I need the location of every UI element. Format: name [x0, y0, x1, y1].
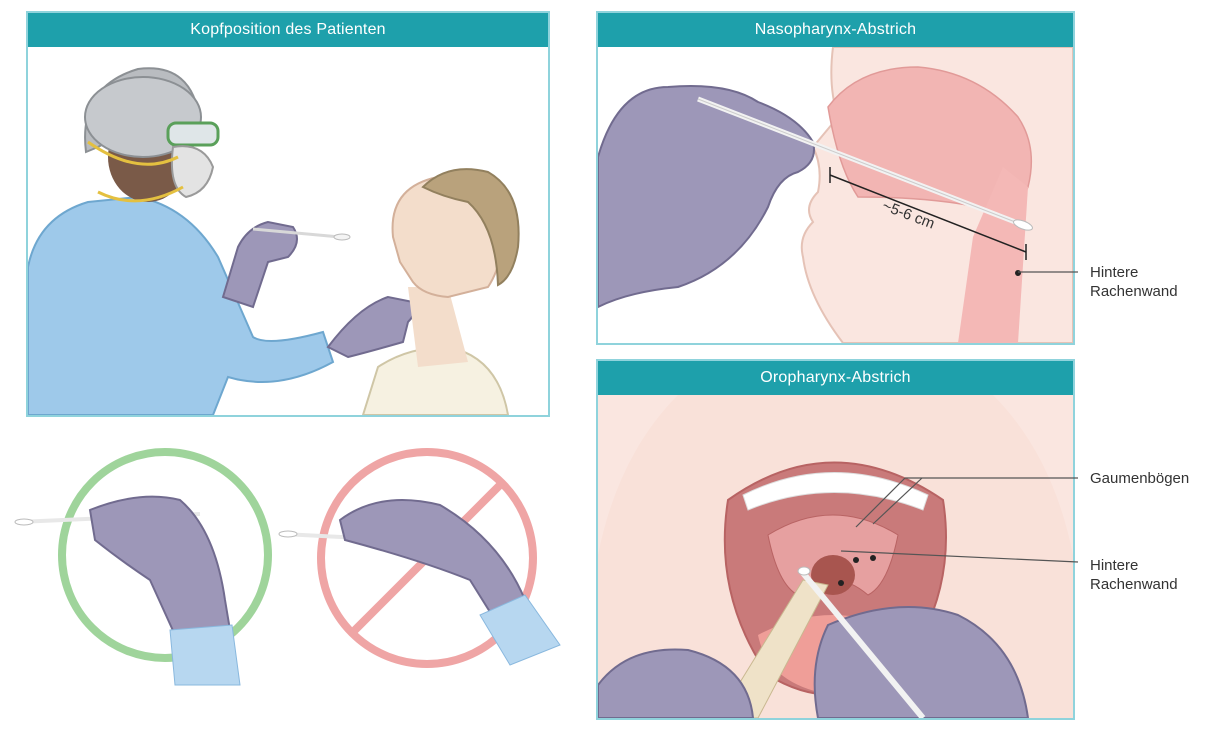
correct-grip — [15, 452, 268, 685]
label-naso-posterior-wall: Hintere Rachenwand — [1090, 263, 1178, 301]
panel-title-head-position: Kopfposition des Patienten — [28, 13, 548, 47]
oropharynx-illustration — [598, 395, 1073, 718]
nasopharynx-illustration: ~5-6 cm — [598, 47, 1073, 343]
panel-title-oropharynx: Oropharynx-Abstrich — [598, 361, 1073, 395]
panel-title-nasopharynx: Nasopharynx-Abstrich — [598, 13, 1073, 47]
head-position-illustration — [28, 47, 548, 415]
grip-comparison — [0, 430, 590, 729]
incorrect-grip-glove — [340, 500, 525, 620]
oro-swab-tip — [798, 567, 810, 575]
label-palatal-arches: Gaumenbögen — [1090, 469, 1189, 488]
gloved-hand — [598, 86, 814, 307]
worker-hand-chin — [328, 297, 415, 357]
label-oro-posterior-wall: Hintere Rachenwand — [1090, 556, 1178, 594]
patient-neck — [408, 287, 468, 367]
incorrect-grip — [279, 452, 560, 665]
worker-hand-swab — [223, 222, 297, 307]
nasopharynx-panel: Nasopharynx-Abstrich ~5-6 cm — [596, 11, 1075, 345]
head-position-panel: Kopfposition des Patienten — [26, 11, 550, 417]
posterior-wall-dot — [1015, 270, 1021, 276]
correct-grip-glove — [90, 497, 230, 639]
goggles — [168, 123, 218, 145]
oropharynx-panel: Oropharynx-Abstrich — [596, 359, 1075, 720]
